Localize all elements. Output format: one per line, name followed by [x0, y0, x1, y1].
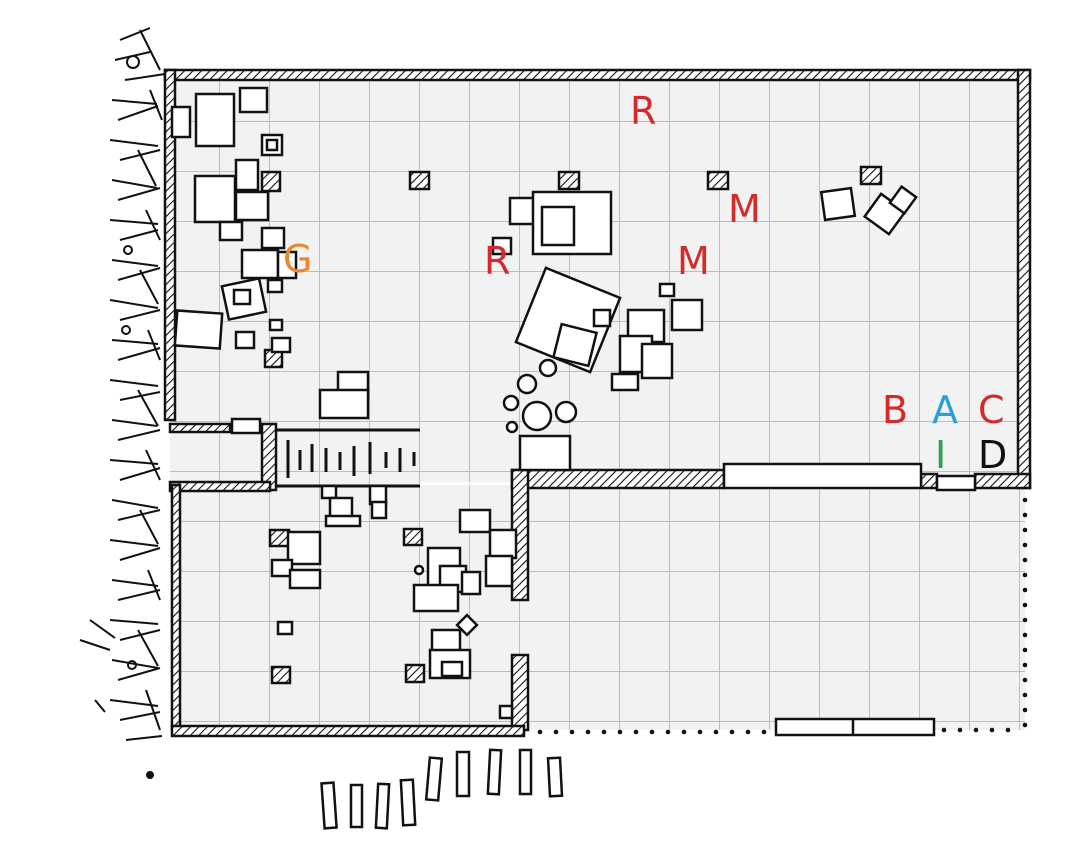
marker-d: D	[978, 433, 1007, 477]
door-east-wall	[722, 462, 923, 490]
marker-b: B	[882, 388, 908, 432]
rock-edge	[79, 27, 166, 779]
dotted-boundary	[537, 497, 1028, 735]
debris	[170, 86, 918, 720]
door-south	[774, 717, 936, 737]
floor-main-room	[170, 72, 1025, 482]
floor-corridor	[170, 430, 420, 485]
palisade-posts	[320, 748, 564, 830]
marker-m-2: M	[677, 239, 710, 283]
map-markers: R R M M G B A C I D	[283, 89, 1007, 477]
pillars	[260, 165, 883, 685]
marker-c: C	[978, 388, 1005, 432]
marker-g: G	[283, 237, 312, 281]
stairs	[276, 428, 420, 488]
marker-m-1: M	[728, 187, 761, 231]
door-corridor-west	[230, 417, 262, 435]
marker-r-2: R	[484, 239, 510, 283]
marker-i: I	[935, 433, 946, 477]
doors	[230, 417, 977, 737]
floor-lower-right-area	[520, 482, 1025, 730]
marker-r-1: R	[630, 89, 656, 133]
walls	[163, 68, 1032, 738]
marker-a: A	[932, 388, 958, 432]
door-small-east	[935, 474, 977, 492]
